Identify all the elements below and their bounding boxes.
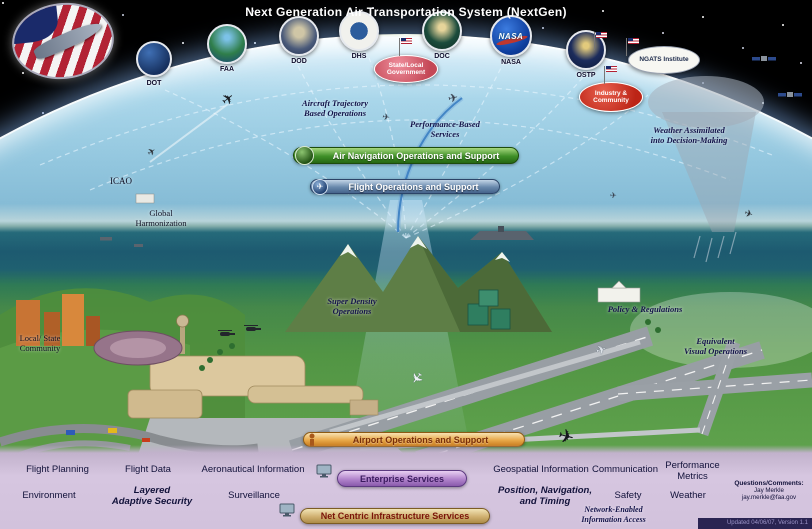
us-flag-icon <box>594 32 607 50</box>
control-tower-icon <box>176 314 189 354</box>
enterprise-services-banner-label: Enterprise Services <box>359 473 445 484</box>
dhs-seal-label: DHS <box>351 53 367 60</box>
flag-canton <box>596 32 601 35</box>
computer-monitor-icon <box>279 503 296 518</box>
ships-icon <box>100 237 143 247</box>
flight-operations-icon: ✈ <box>312 178 328 195</box>
flag-canton <box>401 38 406 41</box>
satellite-icon <box>778 88 802 107</box>
flag-cloth <box>596 32 607 38</box>
air-navigation-banner: Air Navigation Operations and Support <box>293 146 519 165</box>
flag-canton <box>606 66 611 69</box>
helicopter-icon <box>218 329 235 336</box>
questions-label: Questions/Comments: <box>734 480 804 487</box>
doc-seal-label: DOC <box>434 53 450 60</box>
globe-icon <box>295 146 314 165</box>
faa-seal-label: FAA <box>220 66 234 73</box>
ngats-institute-badge: NGATS Institute <box>628 46 700 74</box>
state-local-government-badge: State/Local Government <box>374 55 438 83</box>
service-flight-planning: Flight Planning <box>26 464 89 475</box>
ostp-seal-label: OSTP <box>576 72 596 79</box>
air-navigation-banner-label: Air Navigation Operations and Support <box>332 150 500 161</box>
dod-seal <box>279 16 319 56</box>
aircraft-icon: ✈ <box>446 90 460 106</box>
service-safety: Safety <box>614 490 642 501</box>
flag-cloth <box>401 38 412 44</box>
us-flag-icon <box>399 38 412 56</box>
annotation-policy-regulations: Policy & Regulations <box>607 304 683 314</box>
band-fade <box>0 445 812 453</box>
service-layered-adaptive-security: Layered Adaptive Security <box>111 485 193 508</box>
state-local-government-label: State/Local Government <box>386 61 426 76</box>
flag-cloth <box>606 66 617 72</box>
ngats-institute-label: NGATS Institute <box>639 56 689 64</box>
government-building-icon <box>597 280 641 303</box>
annotation-super-density: Super Density Operations <box>327 296 377 317</box>
aircraft-carrier-icon <box>470 226 534 240</box>
annotation-network-enabled: Network-Enabled Information Access <box>581 505 646 524</box>
service-communication: Communication <box>592 464 658 475</box>
stars-decoration <box>2 2 4 4</box>
dod-seal-label: DOD <box>291 58 307 65</box>
nasa-seal: NASA <box>490 15 532 57</box>
service-performance-metrics: Performance Metrics <box>665 460 720 483</box>
contrail <box>149 103 229 163</box>
trees-icon <box>199 319 661 371</box>
industry-community-badge: Industry & Community <box>579 82 643 112</box>
flight-operations-banner-label: Flight Operations and Support <box>348 181 479 192</box>
nasa-seal-label: NASA <box>501 59 521 66</box>
annotation-weather-assimilated: Weather Assimilated into Decision-Making <box>650 125 728 146</box>
flag-canton <box>628 38 633 41</box>
icao-building-icon <box>135 193 155 204</box>
data-center-cubes-icon <box>467 289 511 330</box>
nasa-wordmark: NASA <box>498 31 524 41</box>
service-flight-data: Flight Data <box>125 464 171 475</box>
ground-crew-icon <box>307 433 317 446</box>
service-geospatial-information: Geospatial Information <box>493 464 589 475</box>
service-weather: Weather <box>670 490 706 501</box>
computer-monitor-icon <box>316 464 333 479</box>
service-surveillance: Surveillance <box>228 490 280 501</box>
us-flag-icon <box>604 66 617 84</box>
helicopter-icon <box>244 324 261 331</box>
contact-name: Jay Merkle <box>754 487 784 494</box>
contact-block: Questions/Comments: Jay Merkle jay.merkl… <box>728 480 810 501</box>
service-environment: Environment <box>22 490 76 501</box>
annotation-performance-based: Performance-Based Services <box>410 119 480 140</box>
net-centric-banner: Net Centric Infrastructure Services <box>300 508 490 524</box>
net-centric-banner-label: Net Centric Infrastructure Services <box>320 511 470 521</box>
aircraft-icon: ✈ <box>610 191 617 200</box>
doc-seal <box>422 11 462 51</box>
dot-seal-label: DOT <box>146 80 162 87</box>
annotation-equivalent-visual: Equivalent Visual Operations <box>683 336 748 357</box>
city-buildings-icon <box>16 294 183 366</box>
satellite-icon <box>752 52 776 71</box>
dhs-seal <box>339 11 379 51</box>
annotation-global-harmonization: Global Harmonization <box>135 208 187 229</box>
dot-seal <box>136 41 172 77</box>
service-aeronautical-information: Aeronautical Information <box>201 464 305 475</box>
storm-weather-icon <box>648 76 764 263</box>
version-text: Updated 04/06/07, Version 1.1 <box>698 518 812 529</box>
annotation-icao: ICAO <box>110 176 132 186</box>
faa-seal <box>207 24 247 64</box>
flag-cloth <box>628 38 639 44</box>
annotation-aircraft-trajectory: Aircraft Trajectory Based Operations <box>301 98 369 119</box>
enterprise-services-banner: Enterprise Services <box>337 470 467 487</box>
industry-community-label: Industry & Community <box>593 89 629 104</box>
us-flag-icon <box>626 38 639 56</box>
flight-operations-banner: ✈ Flight Operations and Support <box>310 178 500 195</box>
terminal-buildings <box>127 355 379 419</box>
airport-operations-banner-label: Airport Operations and Support <box>352 434 489 445</box>
mountains-icon <box>285 236 552 332</box>
contact-email: jay.merkle@faa.gov <box>741 494 797 501</box>
annotation-local-state-community: Local/ State Community <box>19 333 61 354</box>
page-title: Next Generation Air Transportation Syste… <box>245 5 567 19</box>
service-position-navigation-timing: Position, Navigation, and Timing <box>498 485 592 508</box>
